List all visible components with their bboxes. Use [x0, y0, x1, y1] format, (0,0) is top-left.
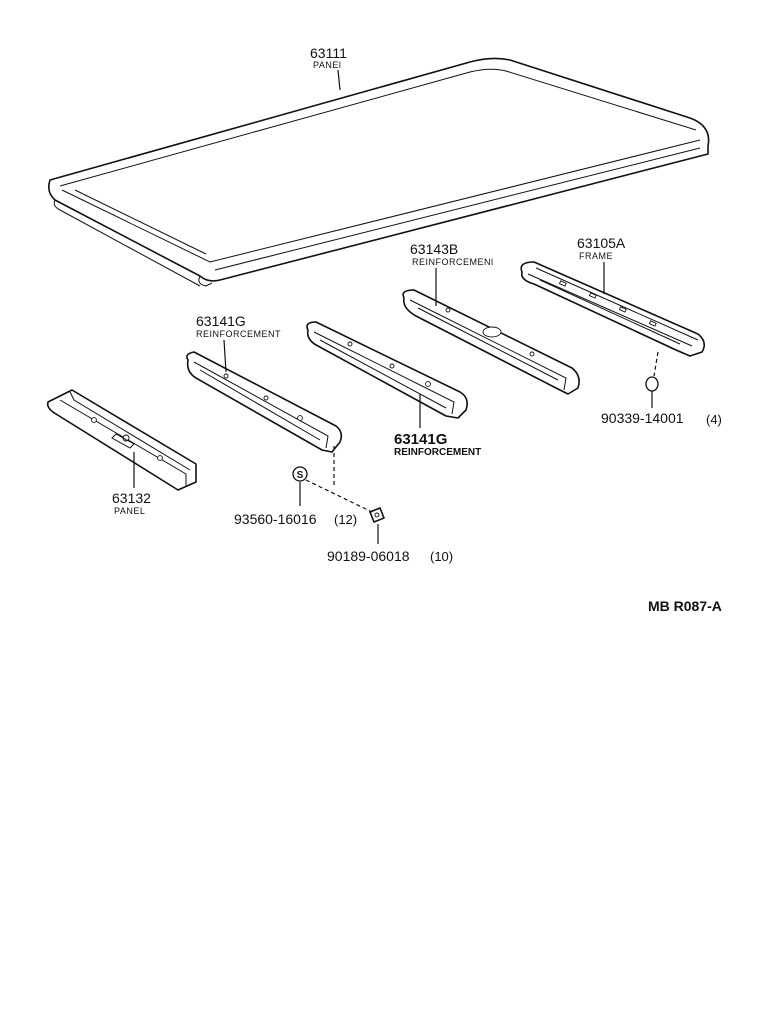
panel-front-number: 63132	[112, 490, 151, 506]
clip-qty: (10)	[430, 549, 453, 564]
frame-drawing	[520, 261, 706, 357]
reinforcement-rear-name: REINFORCEMENl	[412, 257, 494, 267]
frame-name: FRAME	[579, 251, 613, 261]
clip-icon	[369, 507, 385, 523]
reinforcement-front-drawing	[186, 351, 343, 453]
roof-panel-drawing	[48, 57, 710, 287]
panel-front-name: PANEL	[114, 506, 145, 516]
clip-number: 90189-06018	[327, 548, 410, 564]
front-panel-drawing	[46, 389, 197, 491]
reinforcement-front-number: 63141G	[196, 313, 246, 329]
reference-code: MB R087-A	[648, 598, 722, 614]
reinforcement-mid-number: 63141G	[394, 431, 447, 448]
plug-icon	[645, 376, 659, 392]
plug-number: 90339-14001	[601, 410, 684, 426]
leader-lines	[133, 69, 659, 544]
reinforcement-rear-drawing	[402, 289, 580, 395]
reinforcement-rear-number: 63143B	[410, 241, 458, 257]
reinforcement-front-name: REINFORCEMENT	[196, 329, 281, 339]
screw-symbol-text: S	[297, 470, 304, 481]
screw-number: 93560-16016	[234, 511, 317, 527]
screw-qty: (12)	[334, 512, 357, 527]
frame-number: 63105A	[577, 235, 626, 251]
screw-symbol: S	[292, 466, 308, 482]
reinforcement-mid-name: REINFORCEMENT	[394, 447, 481, 458]
reinforcement-mid-drawing	[306, 321, 468, 419]
panel-roof-number: 63111	[310, 45, 347, 61]
plug-qty: (4)	[706, 412, 722, 427]
panel-roof-name: PANEl	[313, 60, 341, 70]
